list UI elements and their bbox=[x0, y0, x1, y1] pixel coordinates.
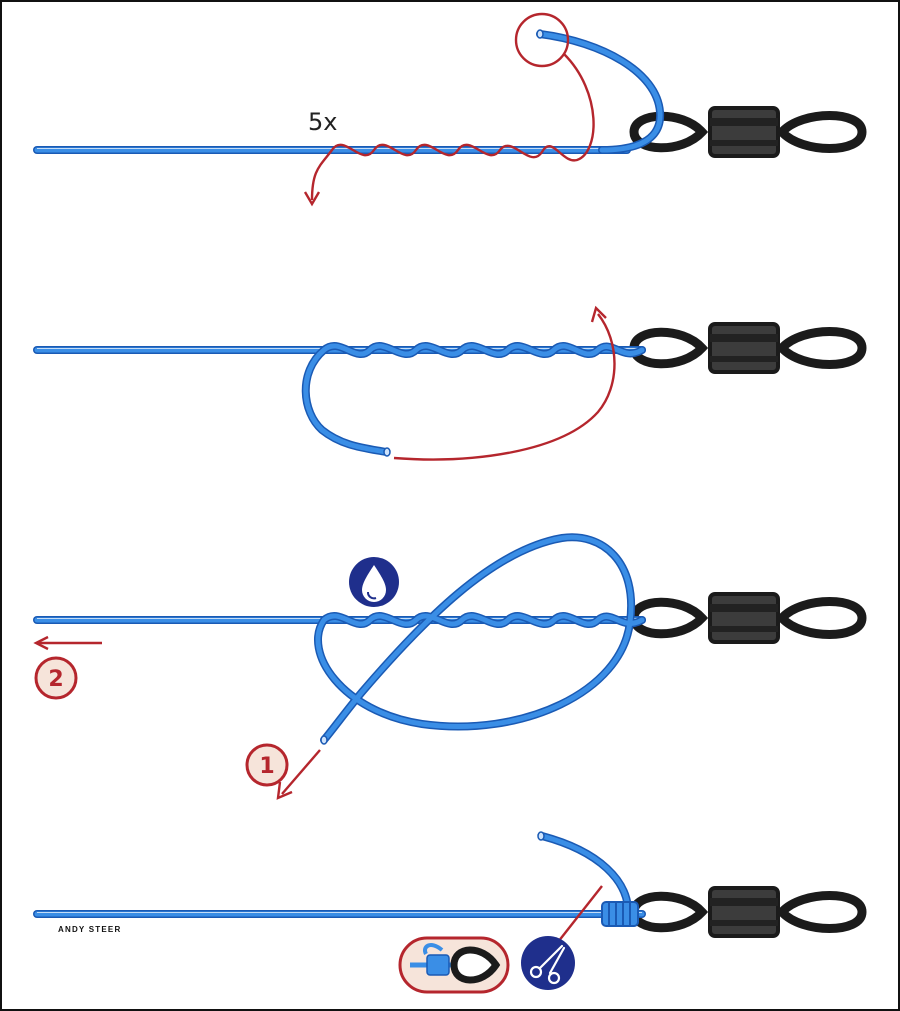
wrapped-tag-end bbox=[301, 342, 646, 457]
main-line bbox=[33, 910, 646, 918]
knot-detail-icon bbox=[398, 936, 510, 994]
step-badge-2: 2 bbox=[34, 656, 78, 700]
wrap-count-label: 5x bbox=[308, 108, 337, 136]
step-4 bbox=[33, 831, 867, 994]
swivel-icon bbox=[629, 886, 867, 938]
swivel-icon bbox=[629, 592, 867, 644]
pull-arrow-1 bbox=[276, 749, 321, 800]
big-loop bbox=[314, 533, 646, 745]
swivel-icon bbox=[629, 322, 867, 374]
step-badge-2-label: 2 bbox=[48, 667, 63, 692]
step-1: 5x bbox=[33, 12, 867, 207]
step-badge-1: 1 bbox=[245, 743, 289, 787]
trim-line-indicator bbox=[557, 885, 603, 943]
artist-credit: ANDY STEER bbox=[58, 925, 121, 934]
scissors-icon bbox=[521, 936, 575, 990]
swivel-icon bbox=[629, 106, 867, 158]
step-2 bbox=[33, 305, 867, 461]
pull-arrow-2 bbox=[33, 635, 102, 651]
threading-instruction-path bbox=[393, 305, 616, 461]
water-drop-icon bbox=[349, 557, 399, 607]
step-3: 1 2 bbox=[33, 533, 867, 800]
finished-knot bbox=[537, 831, 639, 927]
step-badge-1-label: 1 bbox=[259, 754, 274, 779]
wrap-instruction-path bbox=[303, 12, 595, 207]
tag-end bbox=[536, 29, 665, 154]
